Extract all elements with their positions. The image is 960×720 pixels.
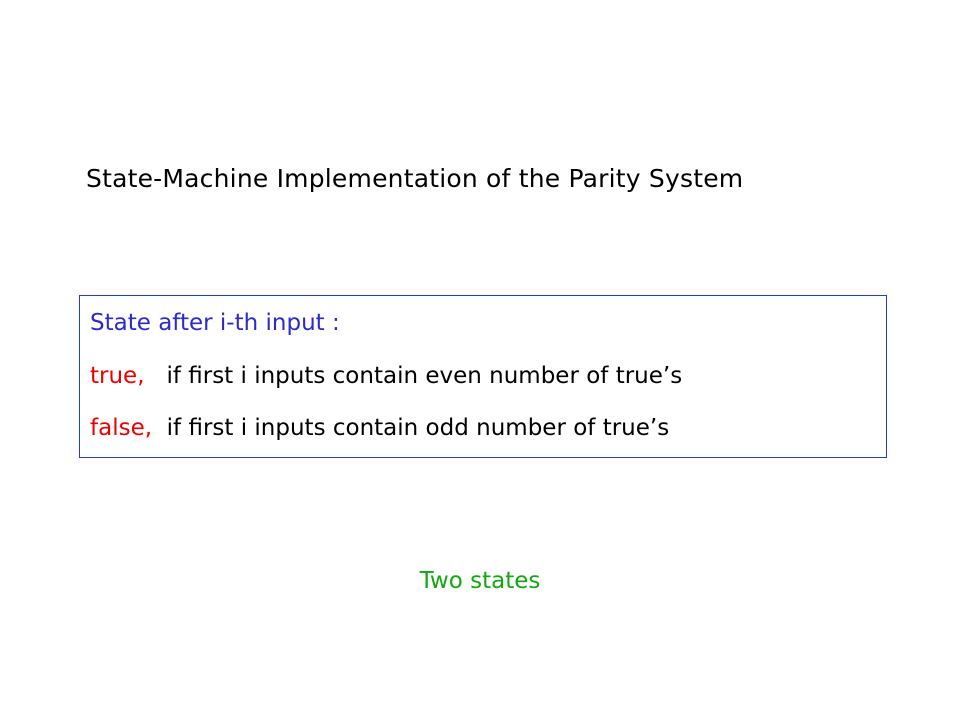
state-spacer-true — [145, 363, 167, 389]
state-row-false: false, if first i inputs contain odd num… — [90, 415, 669, 441]
state-description-true: if first i inputs contain even number of… — [166, 363, 683, 389]
definition-box: State after i-th input : true, if first … — [79, 295, 887, 458]
state-spacer-false — [152, 415, 167, 441]
state-description-false: if first i inputs contain odd number of … — [166, 415, 670, 441]
slide-title: State-Machine Implementation of the Pari… — [86, 164, 744, 193]
state-keyword-true: true, — [90, 363, 145, 389]
footer-note: Two states — [419, 568, 541, 594]
box-heading: State after i-th input : — [90, 310, 340, 336]
state-keyword-false: false, — [90, 415, 153, 441]
state-row-true: true, if first i inputs contain even num… — [90, 363, 682, 389]
